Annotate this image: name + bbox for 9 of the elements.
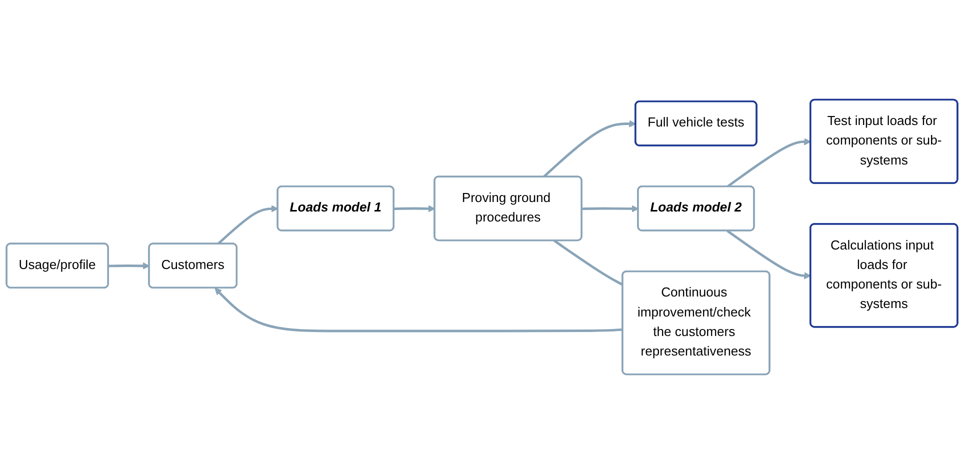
arrow <box>542 120 636 178</box>
arrow <box>726 230 812 280</box>
arrow <box>214 288 623 332</box>
arrow <box>726 138 812 188</box>
connector <box>554 240 624 286</box>
arrow <box>394 205 436 212</box>
arrow <box>108 262 150 270</box>
arrow <box>582 205 639 212</box>
arrow <box>217 205 278 245</box>
